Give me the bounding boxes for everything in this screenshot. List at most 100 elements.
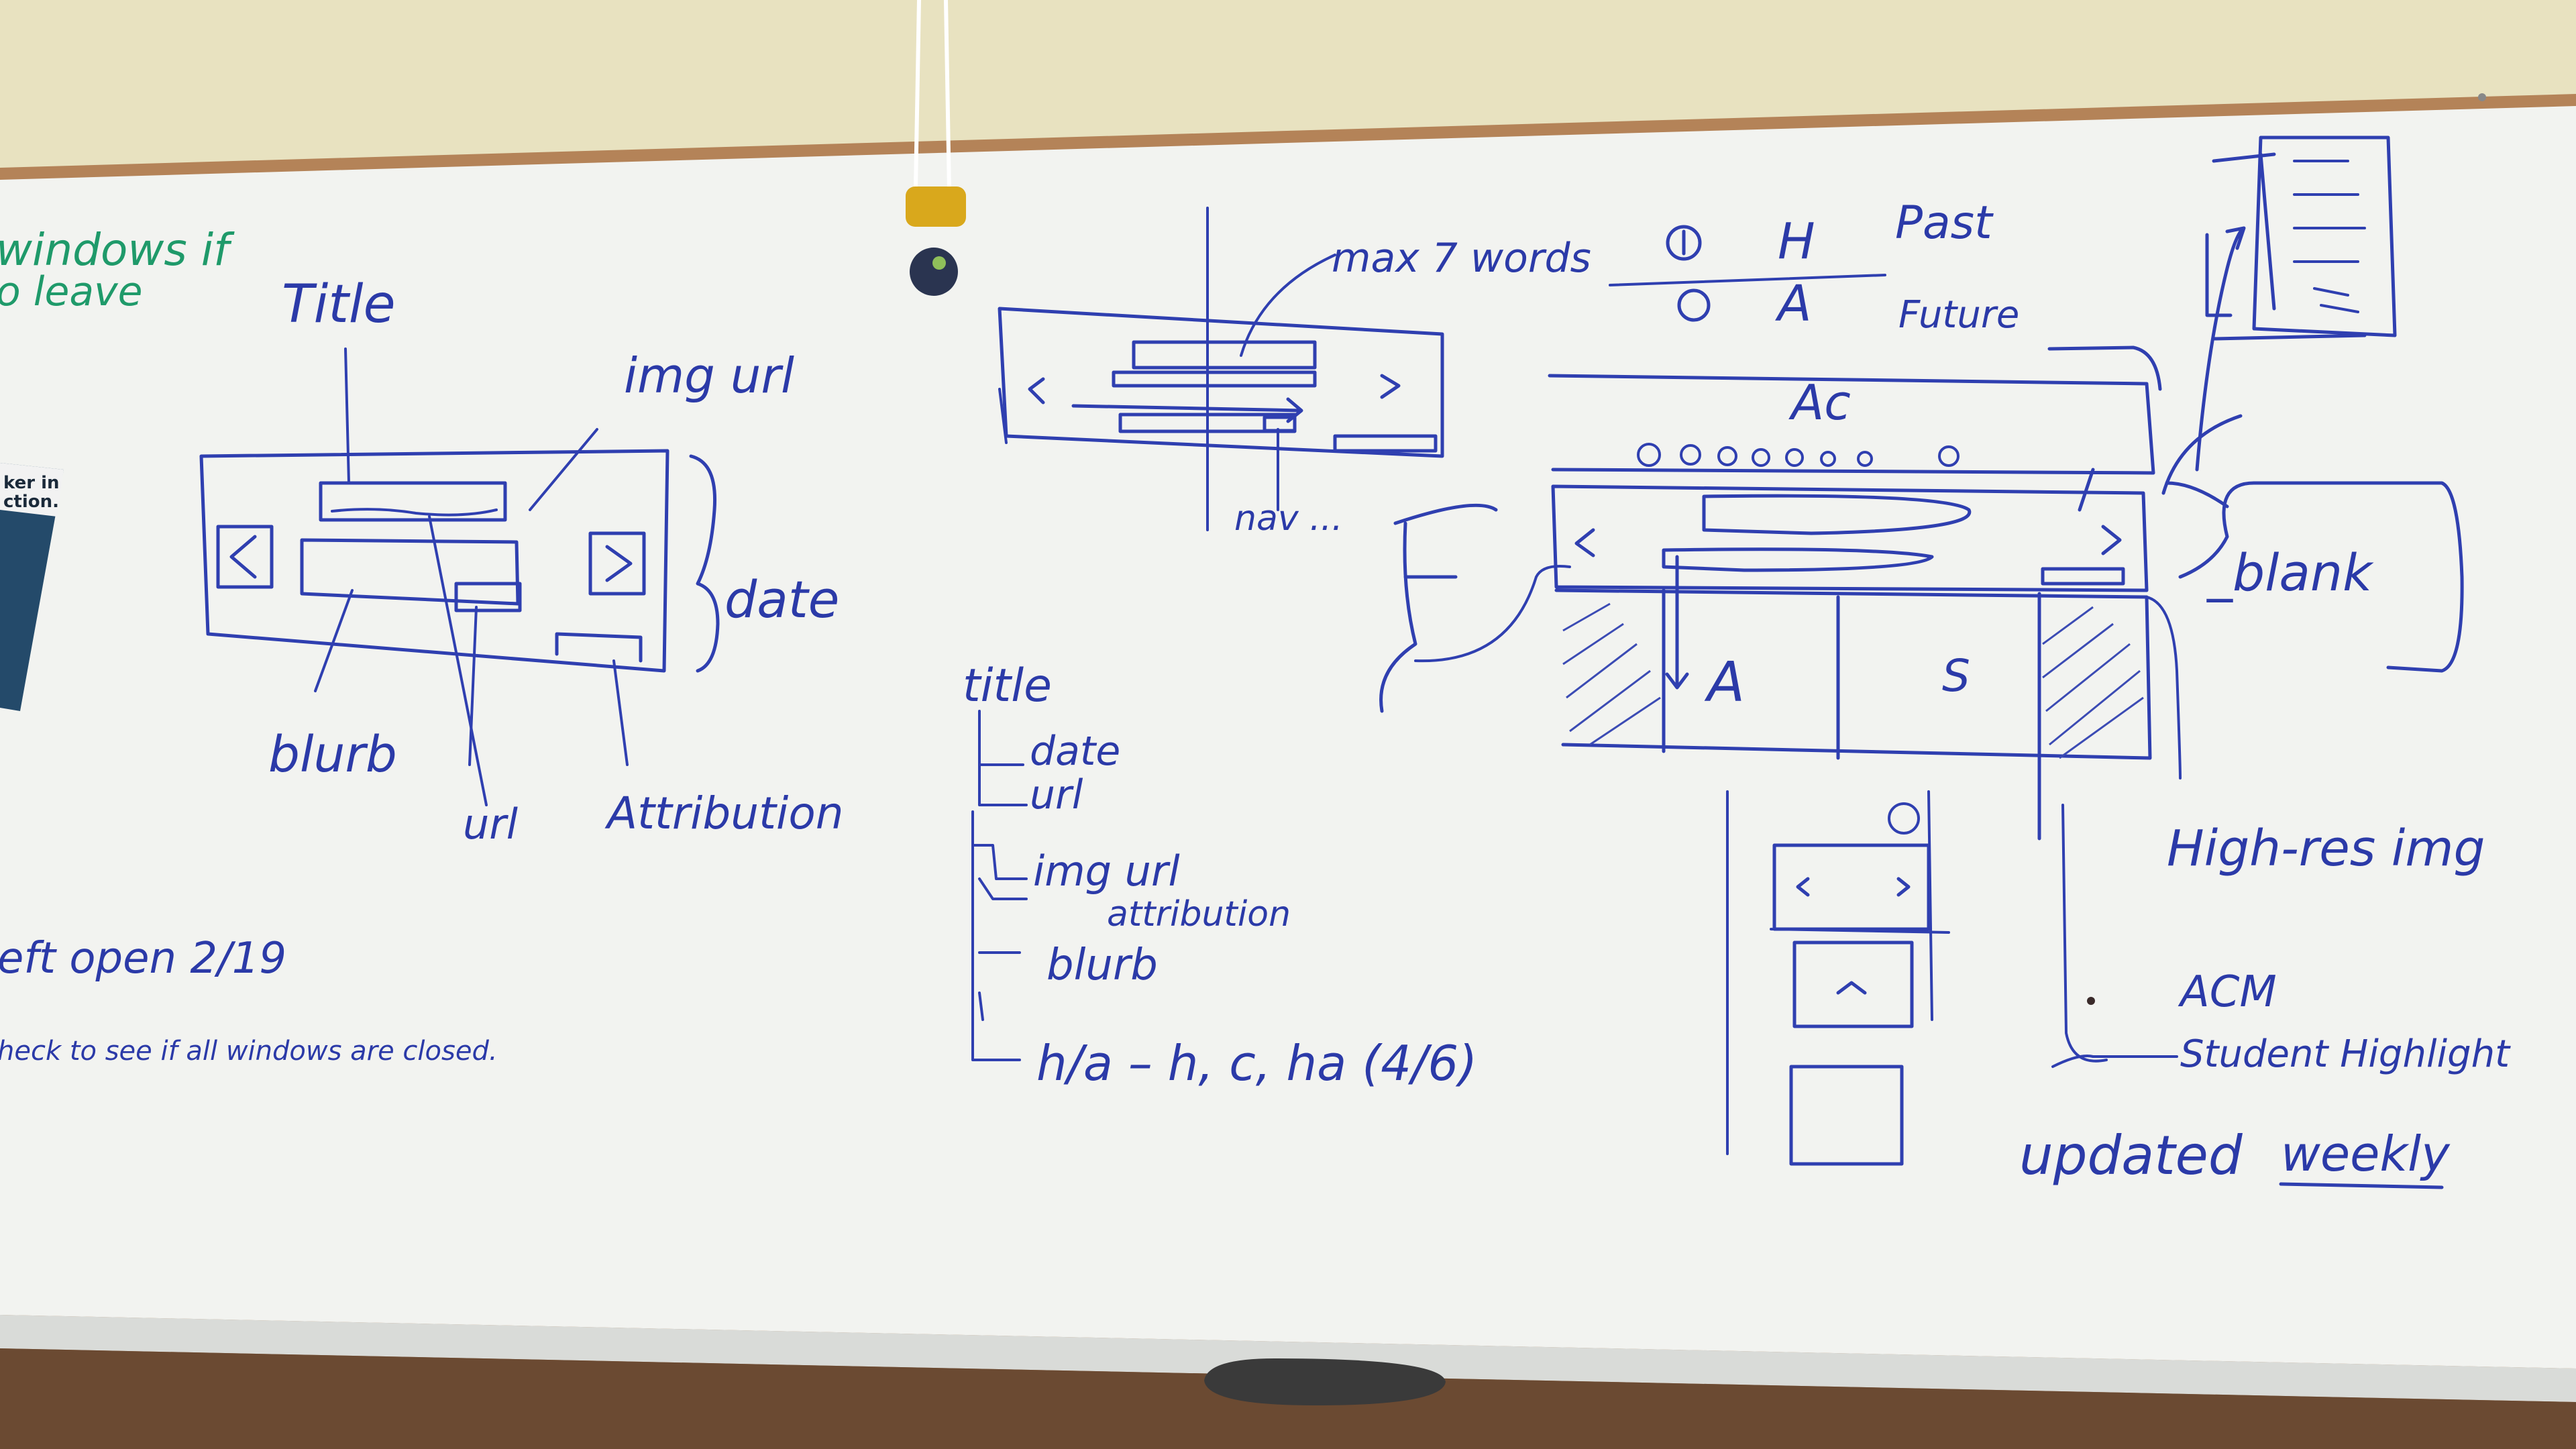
marker-tray [0, 1315, 2576, 1402]
mobile-card-1 [1792, 941, 1914, 1028]
label-updated: updated [2019, 1124, 2243, 1187]
card-outline [199, 449, 669, 673]
past-circle-icon [1666, 225, 1702, 261]
card-blurb-box [300, 538, 520, 606]
card-url-box [454, 582, 522, 612]
attribution-leader [612, 659, 629, 766]
layout-header-label: Ac [1788, 374, 1851, 431]
url-leader-2 [468, 606, 478, 766]
key-fob-detail [932, 256, 946, 270]
label-url: url [463, 800, 518, 849]
document-leader [2195, 226, 2246, 472]
nav-small-box [1263, 415, 1297, 433]
legend-past-symbol: H [1778, 213, 1815, 270]
layout-hatch-left [1562, 602, 1661, 746]
legend-future: Future [1898, 293, 2019, 337]
label-img-url: img url [624, 347, 794, 404]
weekly-underline [2279, 1182, 2444, 1189]
layout-col-a: A [1704, 651, 1745, 714]
nav-left-edge [998, 388, 1008, 444]
sketch-nav-wireframe: max 7 words nav ... [998, 207, 1591, 539]
blank-leader [2165, 481, 2256, 579]
document-icon [2252, 136, 2397, 337]
url-leader [428, 515, 488, 806]
mobile-divider [1770, 928, 1950, 934]
layout-tab-shape [2047, 345, 2162, 391]
blank-brace [2252, 481, 2464, 673]
data-structure-tree: title date url img url attribution blurb… [963, 659, 1477, 1091]
acm-leader [2051, 804, 2178, 1068]
layout-small-bar [2041, 567, 2125, 586]
tree-item-img-url: img url [1033, 847, 1180, 896]
mobile-icon [1888, 802, 1920, 835]
layout-col-s: S [1942, 650, 1970, 702]
layout-header [1548, 374, 2155, 475]
nav-title-bar [1132, 340, 1317, 370]
title-leader [344, 347, 350, 484]
nav-corner-bar [1333, 434, 1438, 453]
tree-item-date: date [1030, 728, 1120, 775]
layout-blurb-pill [1662, 547, 1934, 572]
future-circle-icon [1677, 288, 1711, 322]
tree-item-blurb: blurb [1046, 941, 1158, 990]
nav-prev-arrow [1028, 377, 1045, 405]
sketch-page-layout: Ac [1379, 136, 2511, 1189]
key-fob [910, 248, 958, 296]
label-weekly: weekly [2281, 1126, 2451, 1182]
card-next-arrow [605, 545, 633, 582]
key-tag [906, 186, 966, 227]
mobile-card-2 [1789, 1065, 1904, 1166]
lanyard [914, 0, 921, 189]
label-date: date [724, 570, 839, 629]
legend-divider [1609, 274, 1886, 286]
tree-item-ha: h/a – h, c, ha (4/6) [1036, 1035, 1477, 1091]
card-prev-box [216, 525, 274, 589]
legend-past: Past [1895, 197, 1994, 250]
layout-carousel [1551, 484, 2149, 592]
note-windows: windows if [0, 224, 235, 276]
poster-header [0, 463, 64, 517]
mobile-carousel [1772, 843, 1931, 931]
mobile-card-1-mark [1836, 981, 1867, 995]
label-high-res: High-res img [2167, 820, 2485, 877]
past-future-legend: H A Past Future [1609, 197, 2019, 337]
label-blank: _blank [2206, 543, 2374, 602]
legend-future-symbol: A [1775, 275, 1812, 333]
img-url-leader [529, 428, 598, 511]
layout-next-arrow [2101, 525, 2122, 555]
marker-dot [2087, 997, 2095, 1005]
layout-f-brace [1379, 503, 1498, 713]
blurb-leader [314, 589, 354, 692]
label-student-highlight: Student Highlight [2180, 1032, 2511, 1076]
card-title-scribble [331, 508, 498, 517]
max-words-leader [1240, 254, 1336, 357]
tree-branches [971, 710, 1028, 1061]
note-left-open: eft open 2/19 [0, 934, 286, 983]
tree-item-attribution: attribution [1107, 894, 1291, 934]
tree-root: title [963, 659, 1052, 712]
mobile-next-arrow [1896, 877, 1911, 897]
layout-body [1554, 588, 2152, 760]
document-pages [2205, 152, 2367, 341]
label-nav: nav ... [1234, 498, 1343, 539]
card-attribution-box [555, 632, 643, 663]
note-leave: o leave [0, 268, 143, 315]
layout-down-arrow [1665, 555, 1689, 690]
frame-screw [2478, 93, 2486, 101]
mobile-prev-arrow [1796, 877, 1810, 897]
label-blurb: blurb [268, 726, 397, 784]
label-title: Title [282, 274, 396, 335]
layout-prev-arrow [1574, 528, 1595, 557]
nav-outline [998, 307, 1444, 458]
card-next-box [588, 531, 646, 596]
label-acm: ACM [2178, 967, 2277, 1017]
date-brace [689, 454, 720, 673]
layout-f-leader [1414, 565, 1571, 663]
lanyard-2 [944, 0, 951, 192]
poster [0, 463, 64, 711]
card-prev-arrow [229, 535, 257, 579]
nav-next-arrow [1380, 374, 1401, 399]
note-check-windows: heck to see if all windows are closed. [0, 1036, 498, 1067]
eraser [1204, 1358, 1446, 1405]
